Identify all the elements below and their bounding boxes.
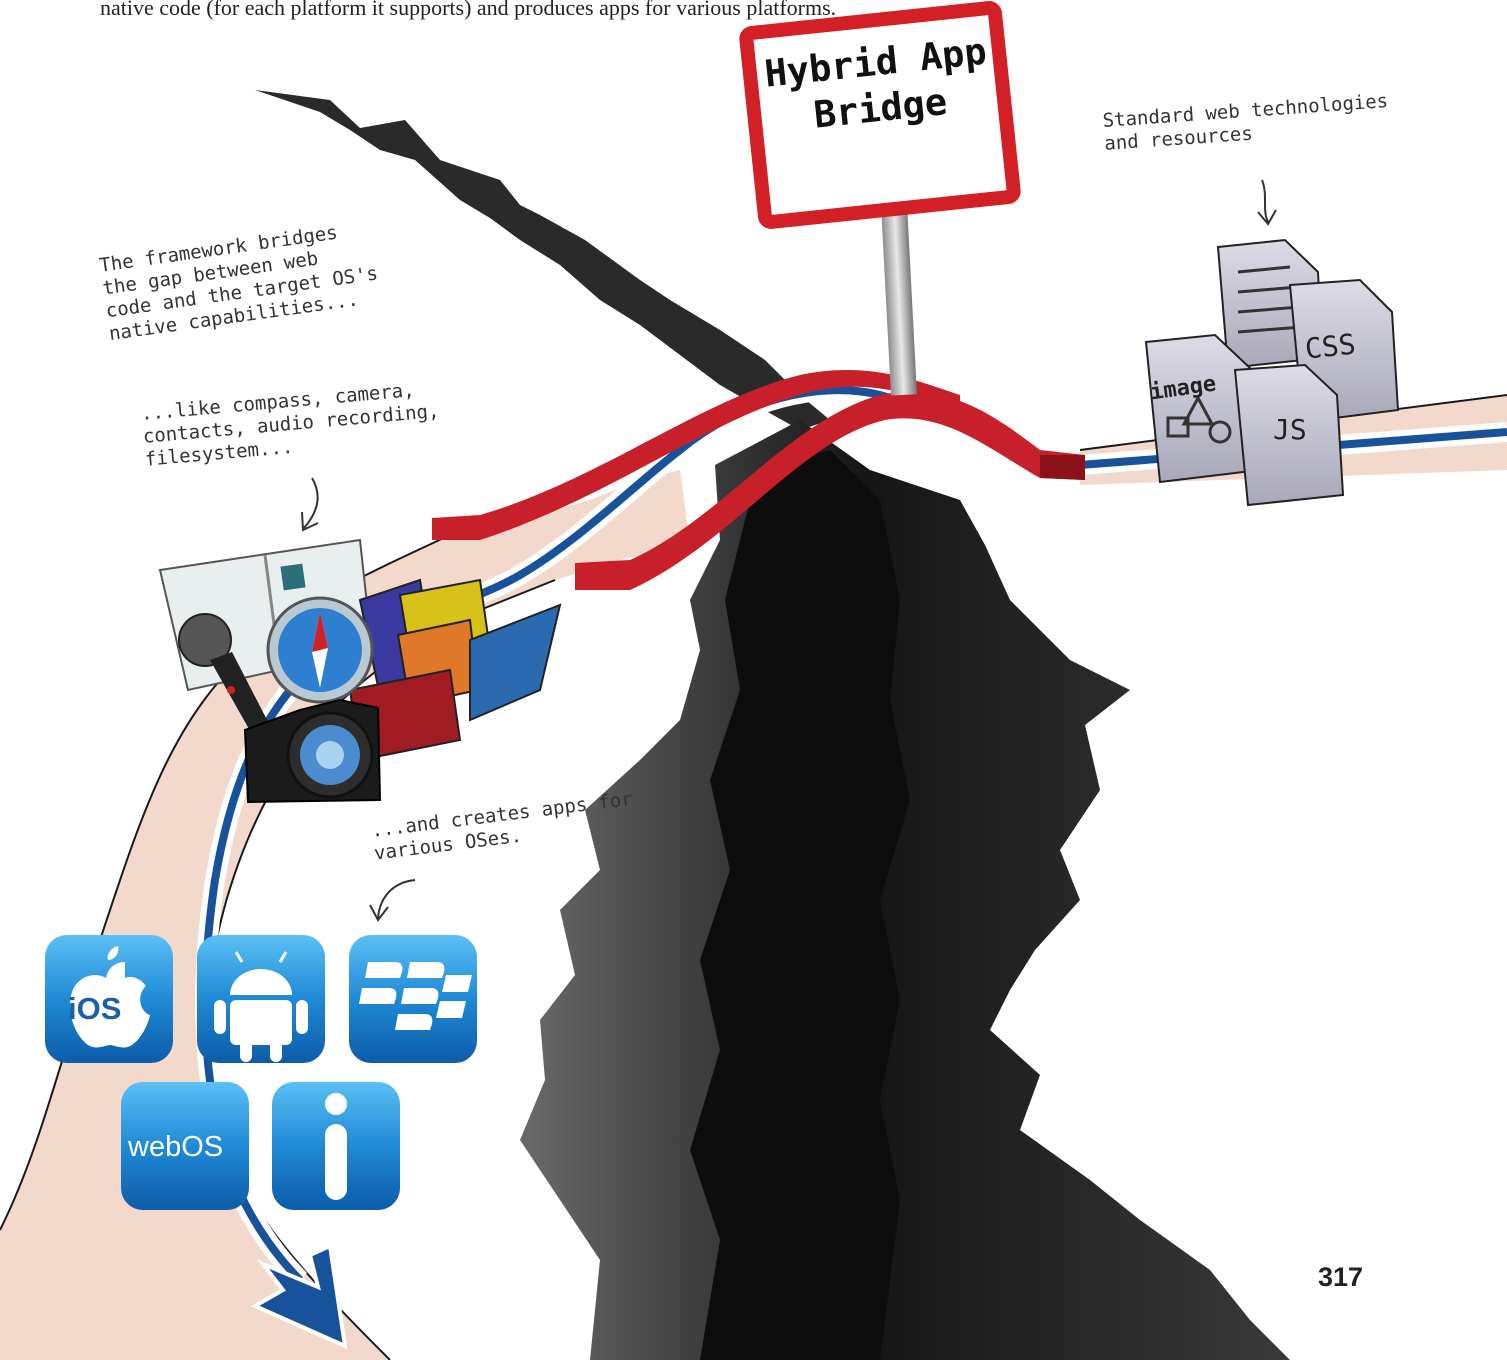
arrow-creates — [370, 880, 415, 920]
android-app-icon — [197, 935, 325, 1063]
bridge-shadow — [1040, 455, 1085, 480]
compass-icon — [268, 598, 372, 702]
intro-text: native code (for each platform it suppor… — [100, 0, 860, 22]
arrow-standard — [1258, 180, 1276, 224]
arrow-capabilities — [302, 478, 318, 530]
js-label: JS — [1273, 413, 1307, 446]
sign-pole — [881, 199, 917, 395]
info-app-icon — [272, 1082, 400, 1210]
page-number: 317 — [1318, 1262, 1363, 1293]
webos-label: webOS — [128, 1131, 223, 1164]
info-icon — [325, 1093, 347, 1200]
blackberry-app-icon — [349, 935, 477, 1063]
folder-icon — [350, 580, 560, 760]
css-label: CSS — [1303, 327, 1357, 365]
ios-label: iOS — [68, 991, 121, 1027]
